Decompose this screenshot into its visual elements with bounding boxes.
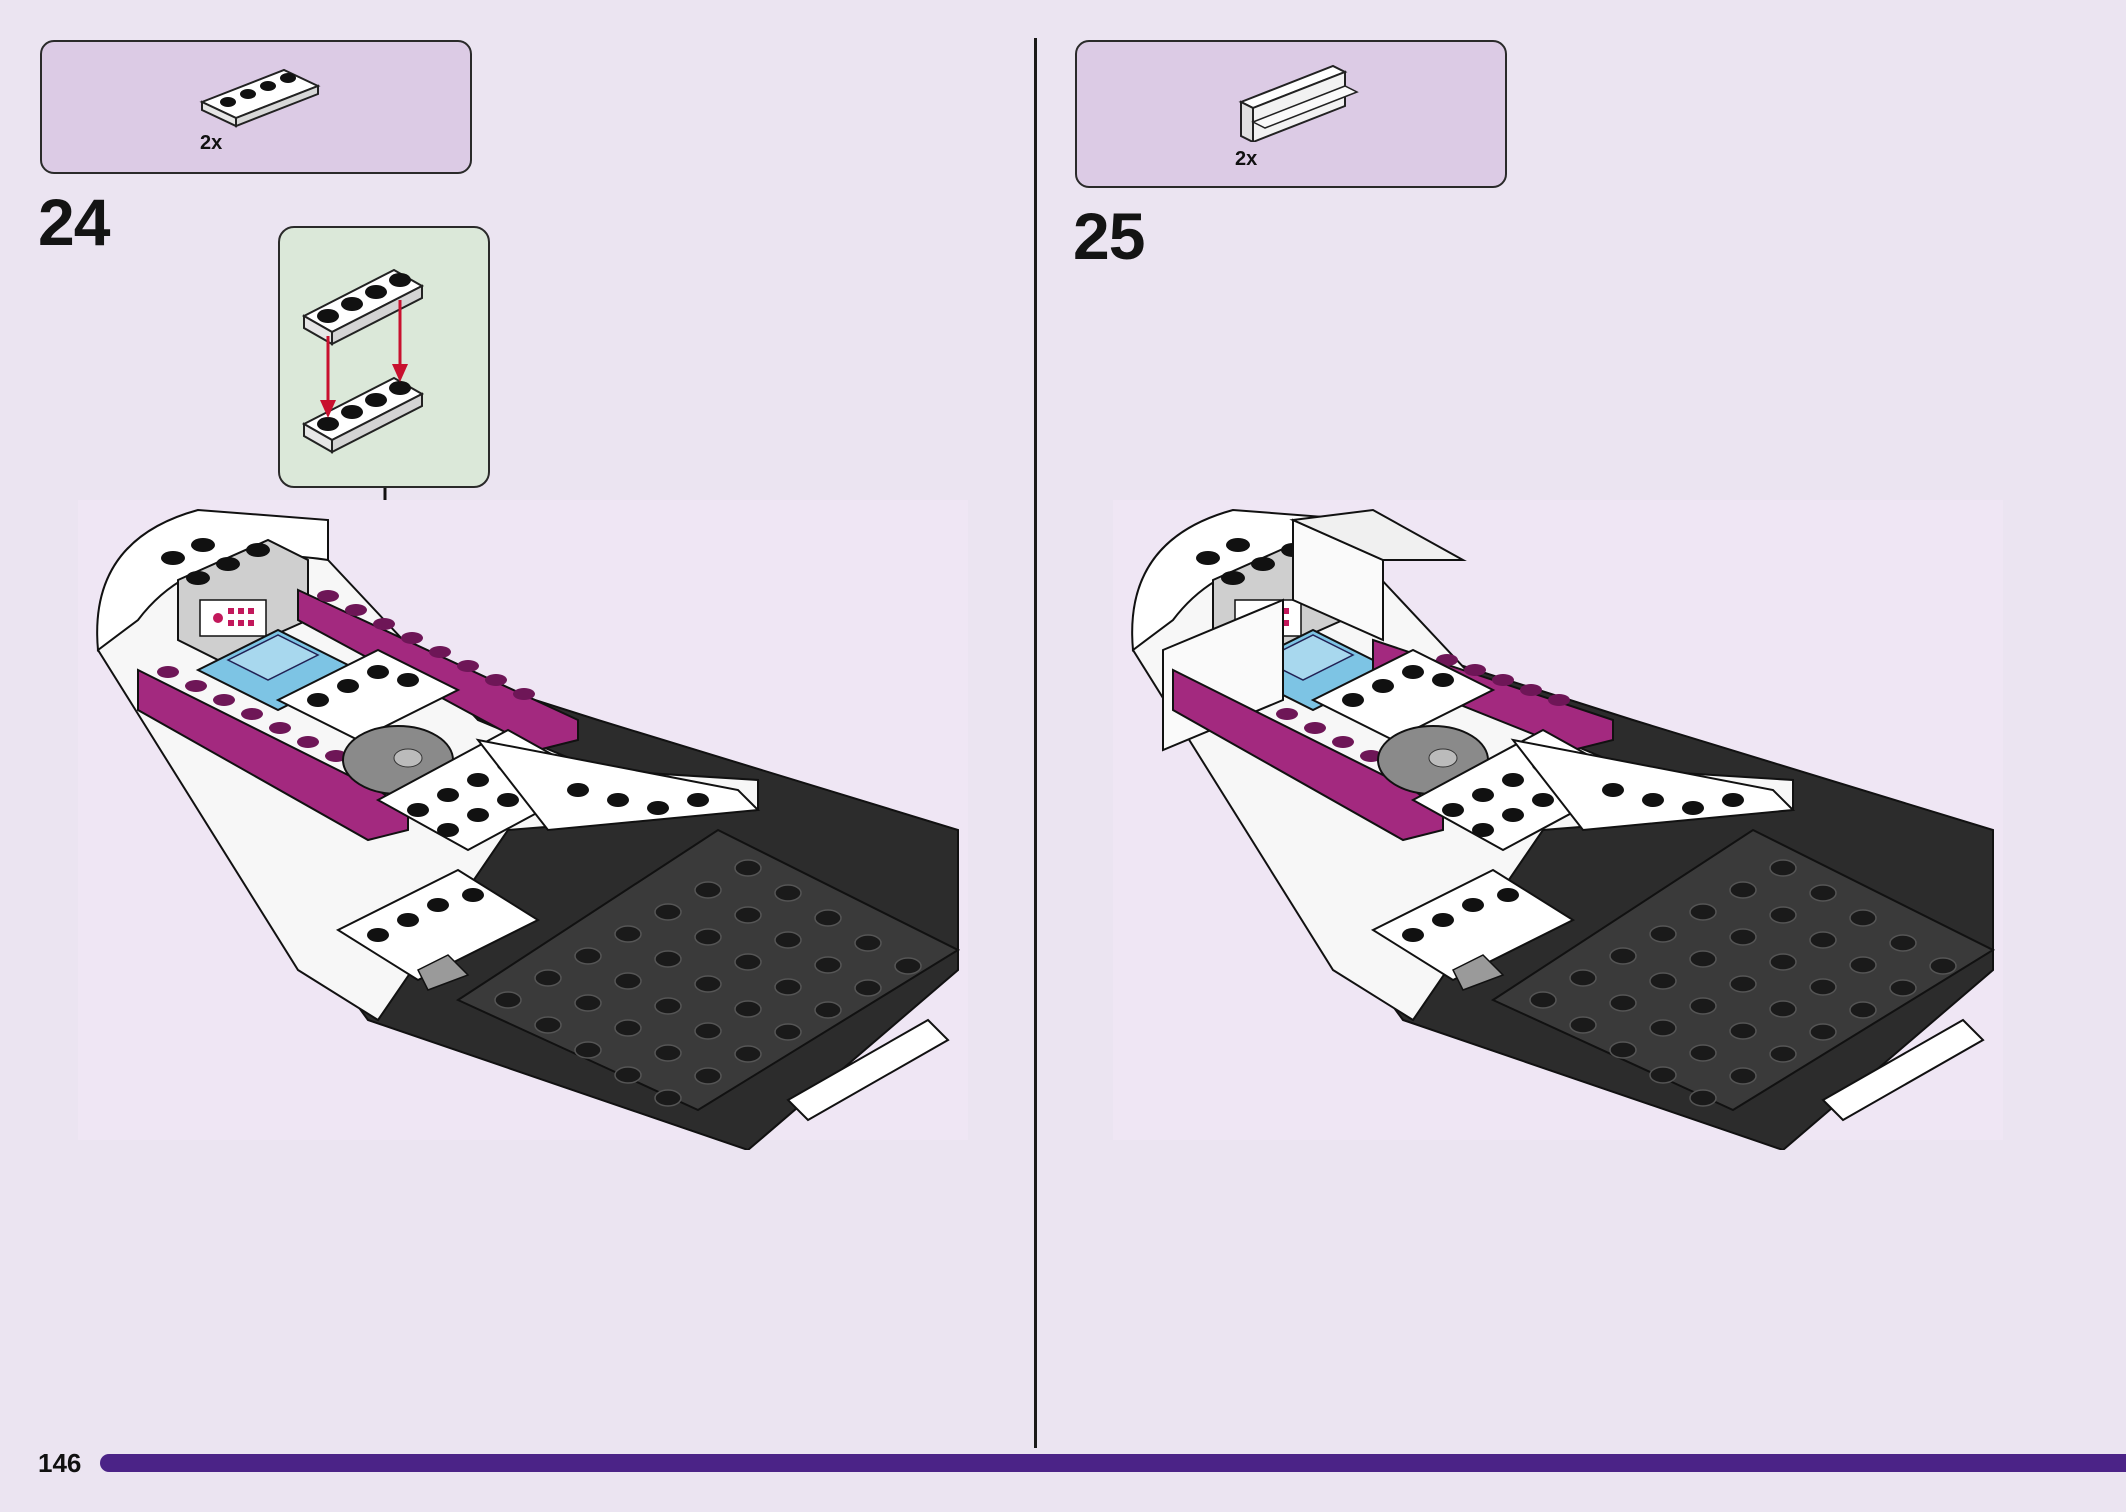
parts-list-step-25: 2x bbox=[1075, 40, 1507, 188]
parts-list-step-24: 2x bbox=[40, 40, 472, 174]
step-number-24: 24 bbox=[38, 185, 110, 259]
boat-model-step-25 bbox=[1113, 500, 2003, 1150]
boat-model-step-24 bbox=[78, 500, 968, 1150]
page-footer-bar bbox=[100, 1454, 2126, 1472]
step-number-25: 25 bbox=[1073, 199, 1145, 273]
part-quantity: 2x bbox=[1235, 148, 1258, 170]
subassembly-callout bbox=[278, 226, 490, 488]
part-quantity: 2x bbox=[200, 132, 223, 154]
panel-1x4-white-icon bbox=[1233, 62, 1363, 142]
plate-1x4-white-icon bbox=[198, 64, 328, 134]
step-divider bbox=[1034, 38, 1037, 1448]
page-number: 146 bbox=[38, 1448, 82, 1478]
